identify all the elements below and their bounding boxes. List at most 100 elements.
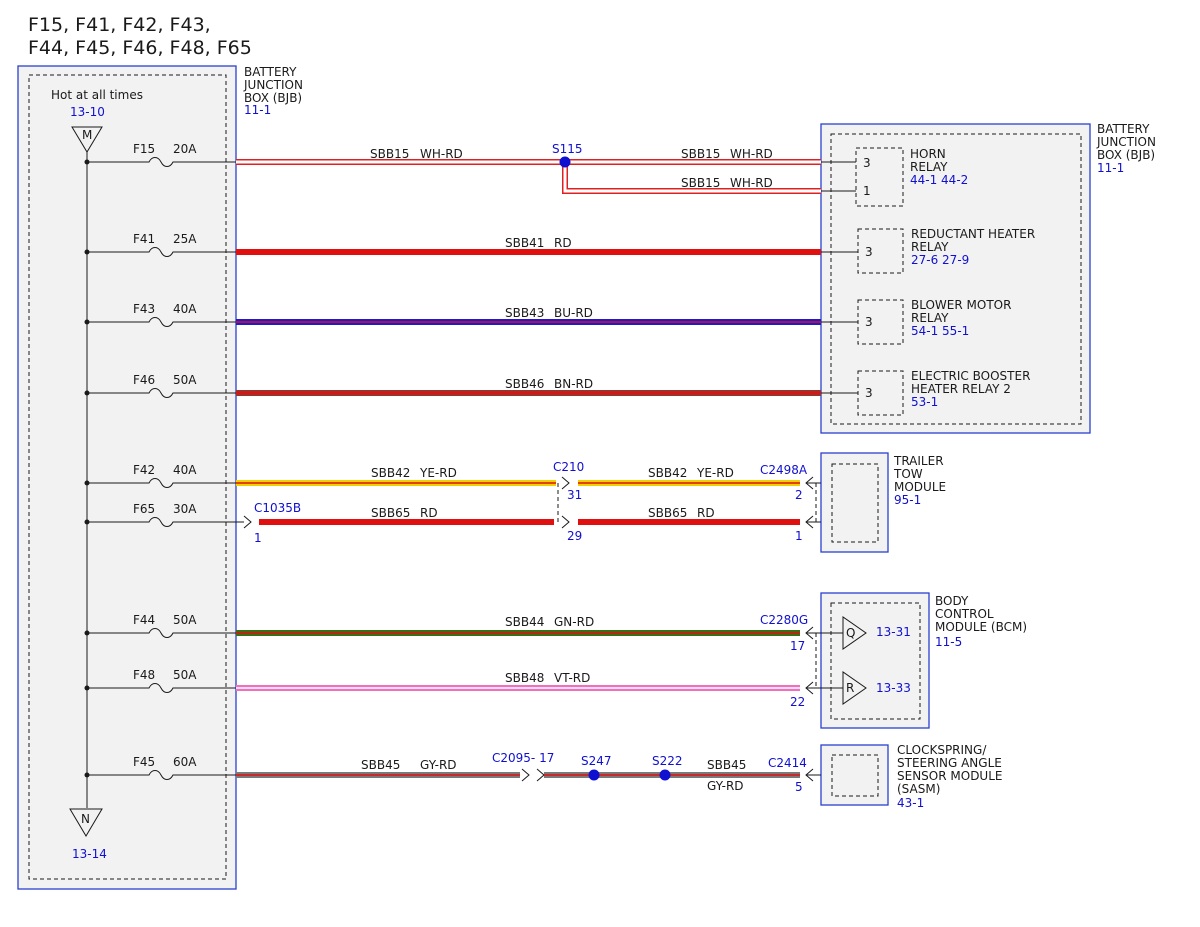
c1035b-label[interactable]: C1035B [254, 501, 301, 515]
bjb-left-label-2: JUNCTION [243, 78, 303, 92]
blower-refs[interactable]: 54-1 55-1 [911, 324, 969, 338]
q-label: Q [846, 626, 855, 640]
r-ref[interactable]: 13-33 [876, 681, 911, 695]
ground-ref[interactable]: 13-14 [72, 847, 107, 861]
fuse-name: F48 [133, 668, 155, 682]
bjb-right-ref[interactable]: 11-1 [1097, 161, 1124, 175]
booster-label-1: ELECTRIC BOOSTER [911, 369, 1030, 383]
c210-arrow-1-icon [561, 476, 570, 490]
splice-s222-label: S222 [652, 754, 683, 768]
trailer-label-2: TOW [893, 467, 923, 481]
horn-label-2: RELAY [910, 160, 948, 174]
fuse-icon [87, 317, 236, 327]
splice-s222[interactable] [659, 769, 671, 781]
splice-s247[interactable] [588, 769, 600, 781]
fuse-row[interactable]: F42 40A [84, 463, 237, 488]
c2095-arrow-2-icon [536, 768, 545, 782]
r-label: R [846, 681, 854, 695]
sasm-inner [831, 754, 879, 797]
fuse-amperage: 40A [173, 463, 197, 477]
c210-pin-2: 29 [567, 529, 582, 543]
fuse-row[interactable]: F48 50A [84, 668, 237, 693]
sasm-label-2: STEERING ANGLE [897, 756, 1002, 770]
sbb44-color: GN-RD [554, 615, 594, 629]
sbb41-circuit: SBB41 [505, 236, 544, 250]
fuse-amperage: 50A [173, 668, 197, 682]
sbb15b-circuit: SBB15 [681, 147, 720, 161]
m-triangle-icon [71, 126, 103, 153]
booster-refs[interactable]: 53-1 [911, 395, 938, 409]
c2280g-pin-2: 22 [790, 695, 805, 709]
fuse-icon [87, 388, 236, 398]
sbb42b-color: YE-RD [696, 466, 734, 480]
c2498a-label[interactable]: C2498A [760, 463, 808, 477]
splice-s247-label: S247 [581, 754, 612, 768]
bcm-ref[interactable]: 11-5 [935, 635, 962, 649]
diagram-title-line-1: F15, F41, F42, F43, [28, 14, 211, 36]
horn-pin-a: 3 [863, 156, 871, 170]
booster-label-2: HEATER RELAY 2 [911, 382, 1011, 396]
fuse-icon [87, 157, 236, 167]
fuse-name: F65 [133, 502, 155, 516]
sasm-label-4: (SASM) [897, 782, 940, 796]
fuse-amperage: 30A [173, 502, 197, 516]
sbb45b-circuit: SBB45 [707, 758, 746, 772]
sbb45b-color: GY-RD [707, 779, 744, 793]
horn-refs[interactable]: 44-1 44-2 [910, 173, 968, 187]
sasm-ref[interactable]: 43-1 [897, 796, 924, 810]
splice-s115-label: S115 [552, 142, 583, 156]
splice-s115[interactable] [559, 156, 571, 168]
c2498a-pin-1: 2 [795, 488, 803, 502]
fuse-name: F44 [133, 613, 155, 627]
bjb-left-label-1: BATTERY [244, 65, 297, 79]
c2414-label[interactable]: C2414 [768, 756, 807, 770]
fuse-name: F43 [133, 302, 155, 316]
sbb43-circuit: SBB43 [505, 306, 544, 320]
sasm-label-1: CLOCKSPRING/ [897, 743, 987, 757]
bjb-right-box [820, 123, 1091, 434]
reductant-refs[interactable]: 27-6 27-9 [911, 253, 969, 267]
n-triangle-icon [69, 808, 103, 837]
trailer-ref[interactable]: 95-1 [894, 493, 921, 507]
horn-label-1: HORN [910, 147, 946, 161]
bcm-label-2: CONTROL [935, 607, 994, 621]
diagram-title-line-2: F44, F45, F46, F48, F65 [28, 37, 252, 59]
hot-ref[interactable]: 13-10 [70, 105, 105, 119]
blower-pin: 3 [865, 315, 873, 329]
sbb65a-color: RD [420, 506, 438, 520]
wire-sbb15-branch[interactable] [562, 162, 821, 194]
fuse-row[interactable]: F65 30A [84, 502, 237, 527]
sbb46-circuit: SBB46 [505, 377, 544, 391]
sbb48-circuit: SBB48 [505, 671, 544, 685]
reductant-relay-box [857, 228, 904, 274]
c2280g-label[interactable]: C2280G [760, 613, 808, 627]
fuse-icon [87, 517, 236, 527]
c210-pin-1: 31 [567, 488, 582, 502]
trailer-label-3: MODULE [894, 480, 946, 494]
fuse-name: F42 [133, 463, 155, 477]
reductant-label-2: RELAY [911, 240, 949, 254]
q-ref[interactable]: 13-31 [876, 625, 911, 639]
sbb41-color: RD [554, 236, 572, 250]
c210-label[interactable]: C210 [553, 460, 584, 474]
fuse-icon [87, 683, 236, 693]
bjb-left-box [17, 65, 237, 890]
bjb-left-label-3: BOX (BJB) [244, 91, 302, 105]
bcm-label-3: MODULE (BCM) [935, 620, 1027, 634]
bjb-left-inner [28, 74, 227, 880]
sbb45a-circuit: SBB45 [361, 758, 400, 772]
bjb-left-ref[interactable]: 11-1 [244, 103, 271, 117]
booster-pin: 3 [865, 386, 873, 400]
fuse-amperage: 60A [173, 755, 197, 769]
bjb-right-label-1: BATTERY [1097, 122, 1150, 136]
sbb42a-circuit: SBB42 [371, 466, 410, 480]
c2095-label[interactable]: C2095- 17 [492, 751, 554, 765]
bjb-right-inner [830, 133, 1082, 425]
